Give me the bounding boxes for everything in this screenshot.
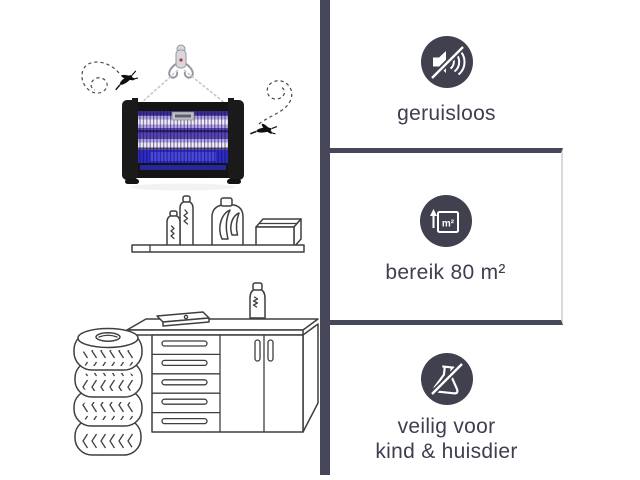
storage-cabinet — [126, 282, 319, 433]
hanging-chains — [139, 69, 227, 105]
feature-list: geruisloos m² bereik 80 m² vei — [330, 0, 563, 480]
tire-stack — [73, 327, 143, 456]
svg-text:m²: m² — [441, 219, 454, 230]
speaker-muted-icon — [420, 36, 473, 88]
product-illustration — [73, 44, 319, 456]
area-m2-icon: m² — [419, 195, 472, 247]
door-handle — [267, 339, 274, 362]
feature-label-safe-line2: kind & huisdier — [375, 440, 518, 463]
feature-label-safe: veilig voor kind & huisdier — [375, 414, 517, 464]
flight-trail-right-icon — [258, 80, 293, 125]
door-handle — [254, 339, 261, 362]
flask-crossed-icon — [420, 353, 473, 405]
feature-label-range: bereik 80 m² — [385, 261, 506, 284]
feature-label-safe-line1: veilig voor — [397, 415, 496, 438]
mosquito-icon — [111, 69, 141, 91]
feature-label-silent: geruisloos — [397, 102, 496, 125]
drawer-handle — [161, 340, 208, 347]
mosquito-icon — [249, 119, 279, 142]
insect-killer-lamp — [122, 98, 244, 191]
feature-panel-range: m² bereik 80 m² — [330, 148, 563, 325]
feature-panel-silent: geruisloos — [330, 0, 563, 148]
feature-panel-safe: veilig voor kind & huisdier — [330, 325, 563, 480]
flight-trail-left-icon — [81, 61, 120, 94]
bottle-on-counter — [249, 282, 266, 319]
wall-shelf — [131, 195, 305, 253]
vertical-divider-bar — [320, 0, 330, 475]
hanging-hook-icon — [168, 44, 194, 79]
shelf-board — [131, 244, 305, 253]
